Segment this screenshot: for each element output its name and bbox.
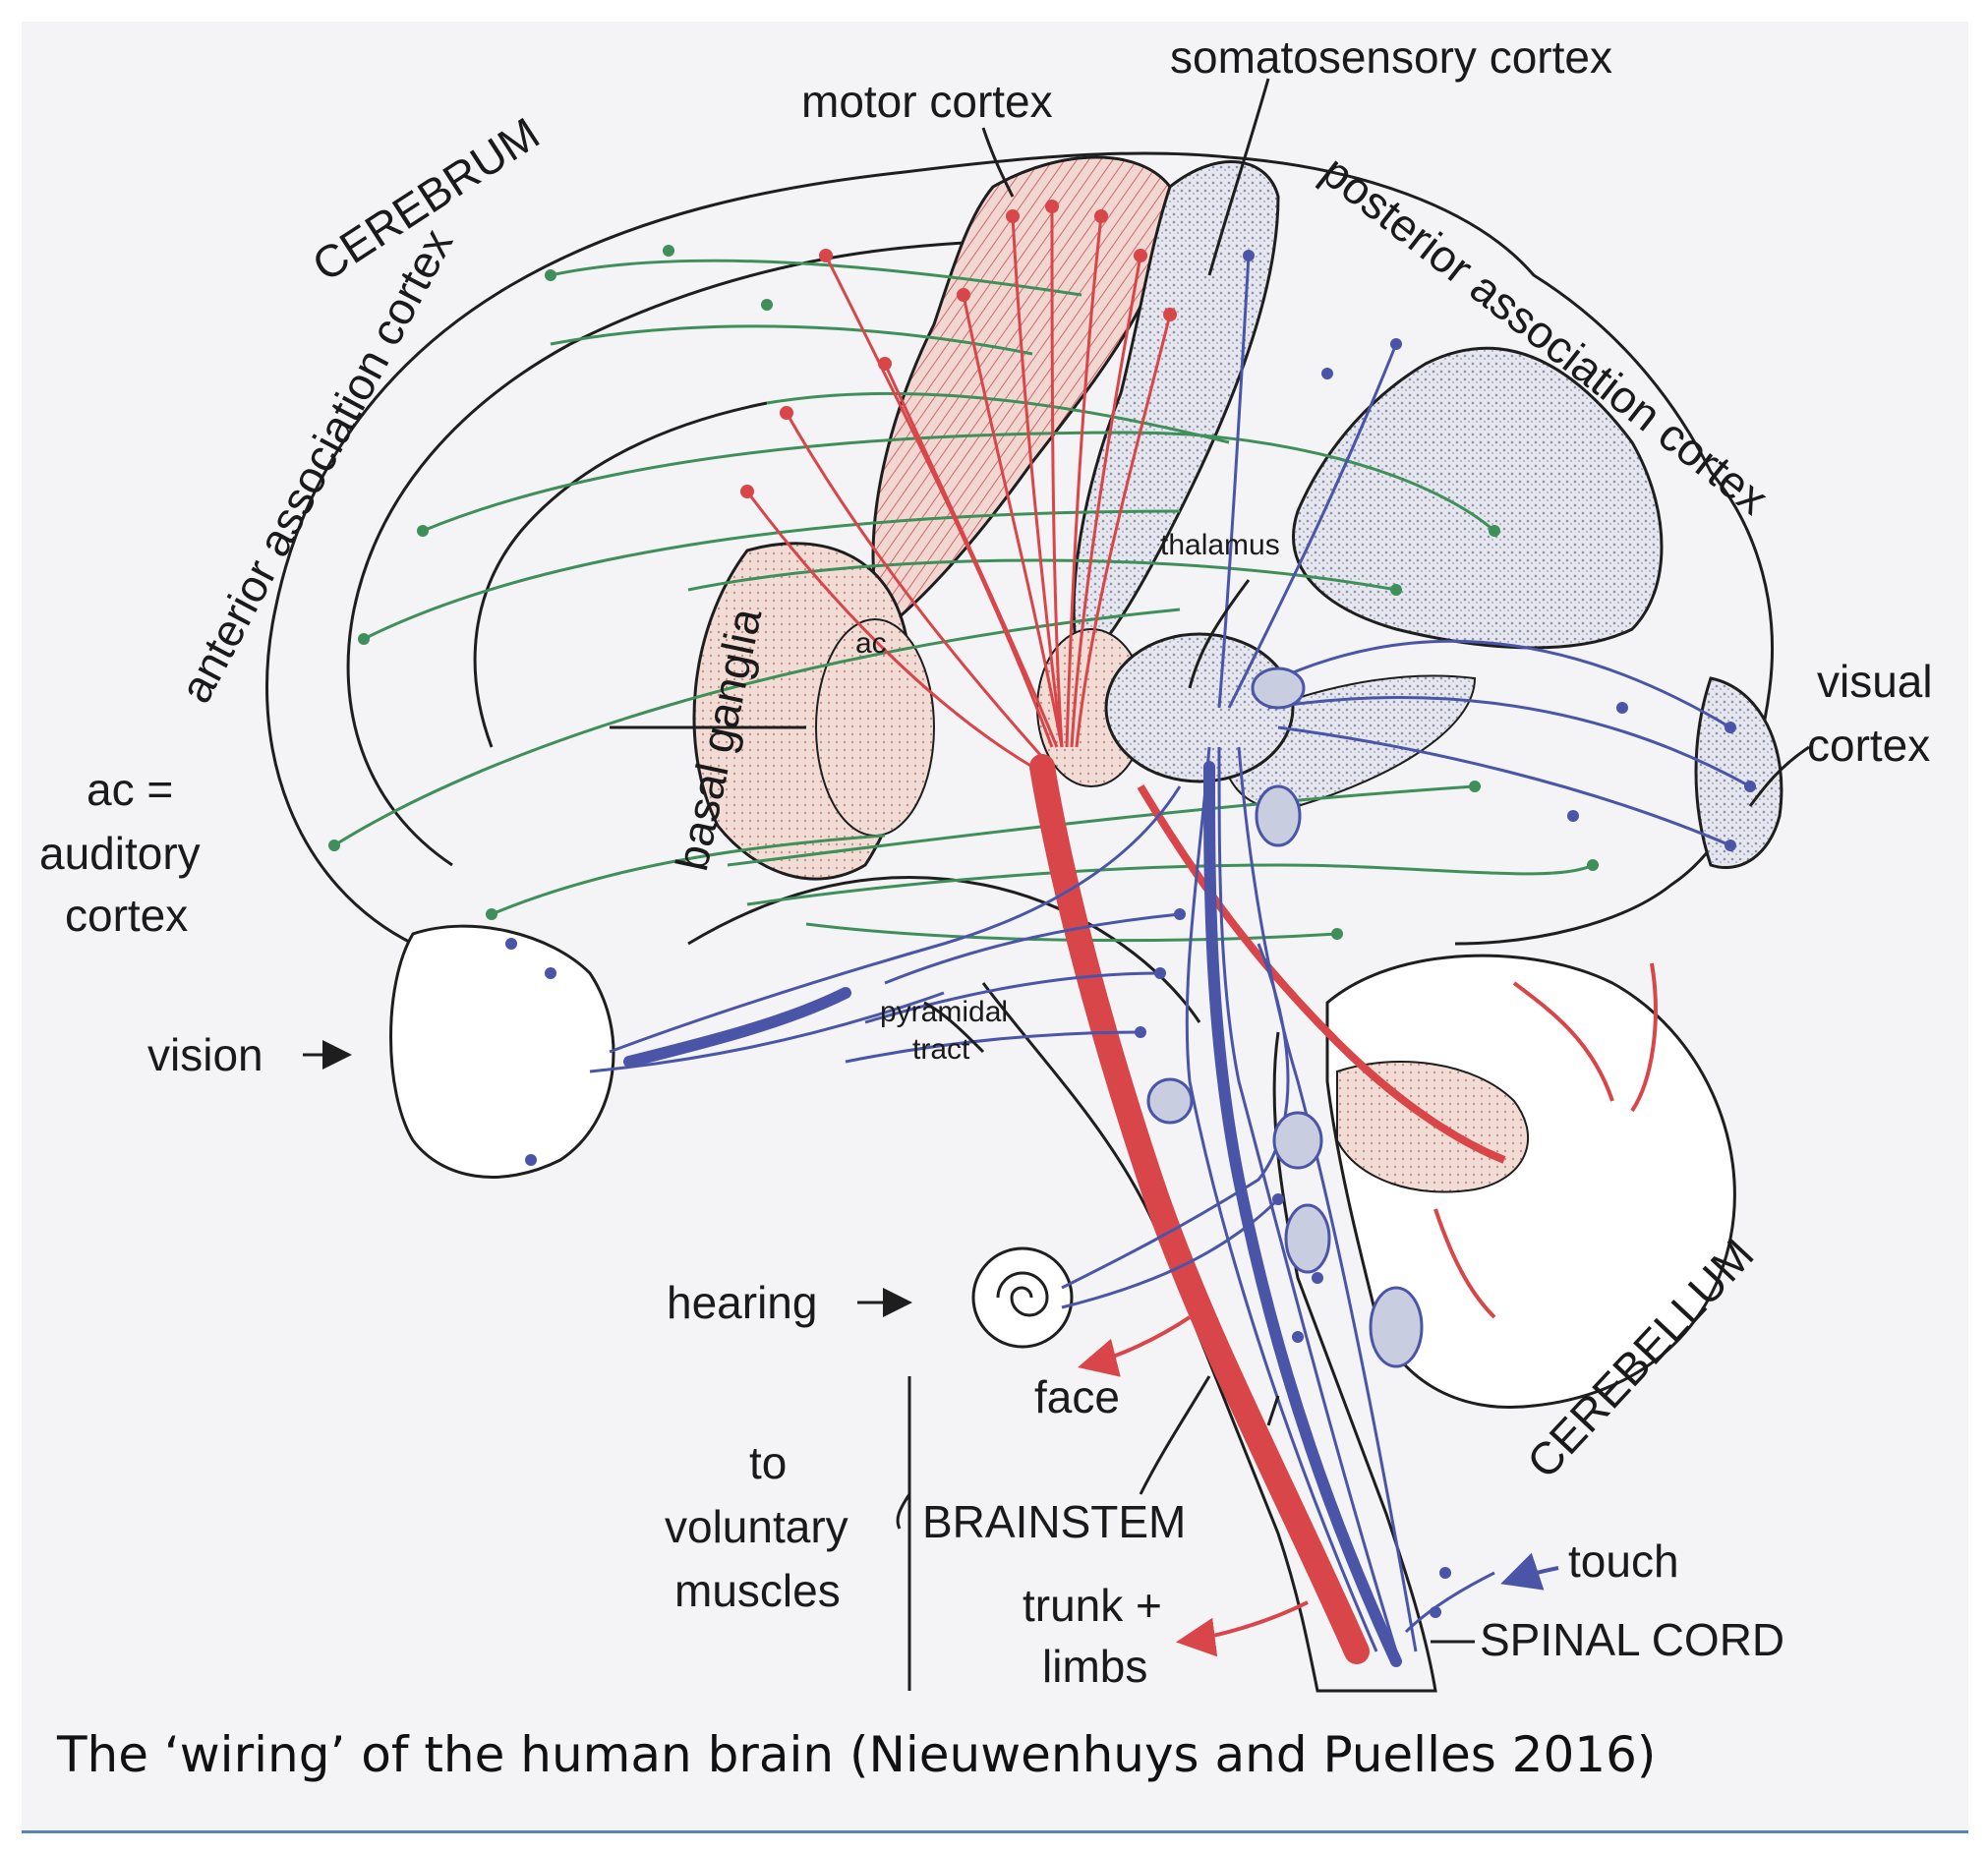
association-endpoints [328, 245, 1599, 940]
visual-cortex-region [1694, 676, 1783, 870]
somatosensory-cortex-region [1072, 160, 1280, 671]
sensory-tract-thick [623, 761, 1402, 1667]
posterior-association-region [1292, 346, 1664, 650]
cerebellar-nucleus [1336, 1061, 1530, 1193]
label-limbs: limbs [1042, 1641, 1148, 1692]
label-ac-definition-3: cortex [65, 890, 189, 941]
label-visual-cortex-1: visual [1817, 656, 1933, 707]
label-somatosensory-cortex: somatosensory cortex [1170, 31, 1612, 83]
label-vision: vision [147, 1029, 263, 1080]
label-muscles: muscles [674, 1565, 841, 1616]
relay-nuclei [1146, 666, 1424, 1368]
sensory-fibers [589, 255, 1751, 1652]
figure-caption: The ‘wiring’ of the human brain (Nieuwen… [57, 1726, 1657, 1783]
label-spinal-cord: SPINAL CORD [1480, 1614, 1785, 1665]
label-pyramidal-tract-1: pyramidal [880, 996, 1009, 1028]
label-visual-cortex-2: cortex [1807, 720, 1931, 771]
motor-output-arrows [1078, 962, 1658, 1657]
leader-lines [609, 78, 1810, 1691]
label-ac-definition-1: ac = [87, 764, 174, 815]
motor-fibers [745, 205, 1172, 769]
cochlea-outline [971, 1246, 1074, 1349]
label-motor-cortex: motor cortex [801, 76, 1053, 127]
sensory-endpoints [505, 250, 1756, 1618]
pyramidal-tract-branch [1137, 783, 1506, 1164]
label-hearing: hearing [667, 1277, 818, 1328]
label-to: to [749, 1437, 788, 1488]
touch-arrow [1500, 1552, 1559, 1591]
label-ac-definition-2: auditory [39, 828, 201, 879]
label-trunk: trunk + [1023, 1580, 1162, 1631]
label-ac: ac [855, 627, 887, 660]
motor-endpoints [740, 200, 1177, 498]
eye-outline [389, 924, 615, 1179]
pyramidal-tract [1029, 754, 1370, 1664]
label-face: face [1034, 1371, 1120, 1422]
label-thalamus: thalamus [1160, 529, 1280, 561]
label-touch: touch [1568, 1535, 1679, 1587]
label-voluntary: voluntary [665, 1501, 848, 1552]
label-brainstem: BRAINSTEM [922, 1496, 1187, 1547]
label-pyramidal-tract-2: tract [912, 1033, 970, 1066]
